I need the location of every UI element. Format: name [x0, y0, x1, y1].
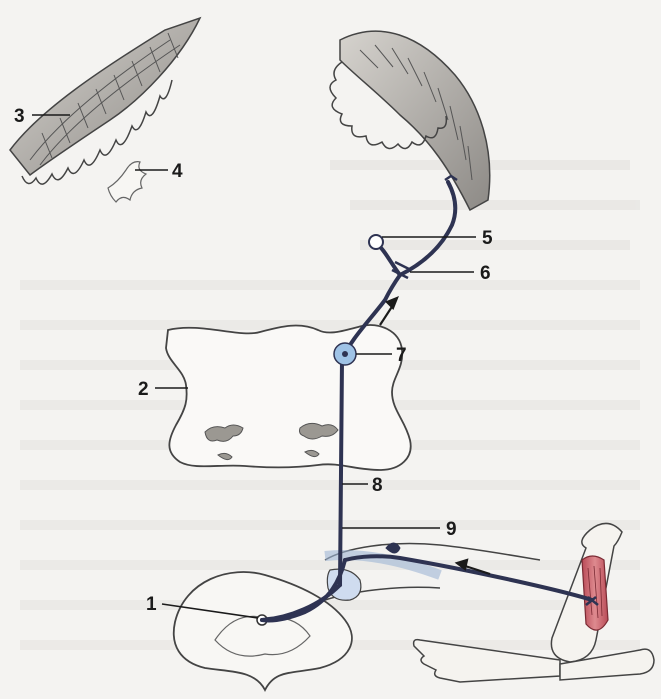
label-7: 7: [396, 345, 407, 366]
label-6: 6: [480, 263, 491, 284]
label-8: 8: [372, 475, 383, 496]
label-2: 2: [138, 379, 149, 400]
left-cerebral-cortex: [10, 18, 200, 184]
thalamic-nucleus: [108, 162, 146, 202]
label-1: 1: [146, 594, 157, 615]
neuron-body-5: [369, 235, 383, 249]
right-cerebral-cortex: [330, 31, 490, 210]
label-3: 3: [14, 106, 25, 127]
label-4: 4: [172, 161, 183, 182]
spinal-cord-section: [166, 325, 411, 470]
label-5: 5: [482, 228, 493, 249]
label-9: 9: [446, 519, 457, 540]
